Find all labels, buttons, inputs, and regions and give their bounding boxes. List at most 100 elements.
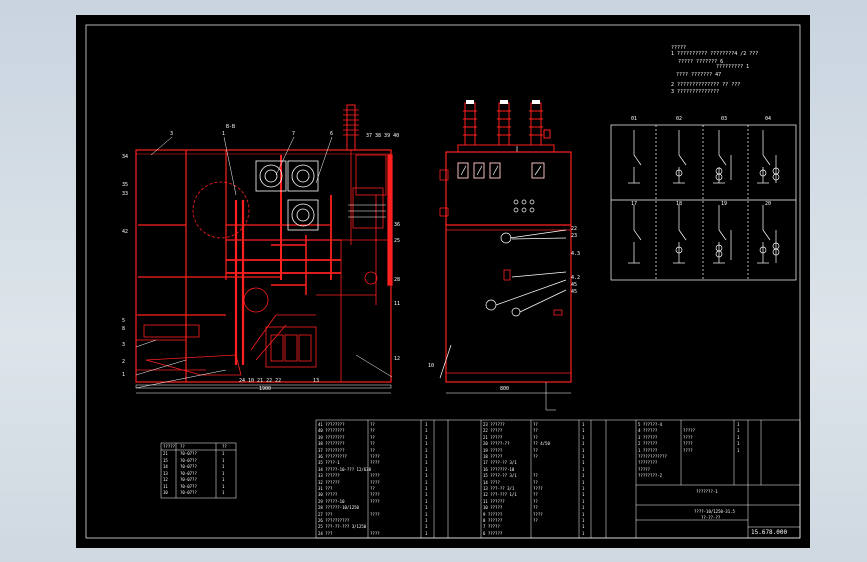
callout-label: 7 (292, 131, 296, 137)
table-cell: ?0-07?? (180, 457, 197, 463)
callout-label: 2 (122, 359, 126, 365)
parts-cell: 1 (425, 434, 428, 440)
drawing-sheet: ????? 1 ?????????? ????????4 /2 ??? ????… (76, 15, 810, 548)
parts-cell: 1 (425, 530, 428, 536)
parts-cell: 33 ?????? (318, 473, 340, 479)
parts-cell: 31 ??? (318, 486, 333, 491)
parts-cell: ?? (370, 428, 375, 434)
parts-cell: ???? (683, 447, 693, 453)
drawing-title: ???????-1 (696, 489, 718, 494)
scheme-label: 20 (765, 201, 772, 207)
callout-label: 36 (394, 222, 401, 228)
parts-cell: ?? (533, 454, 538, 459)
parts-cell: 1 (582, 460, 585, 466)
callout-label: 6 (330, 131, 334, 137)
table-cell: ?0-07?? (180, 490, 197, 495)
section-label: B-B (226, 124, 236, 130)
table-cell: 10 (163, 490, 168, 495)
parts-cell: 7 ????? (483, 524, 500, 530)
callout-label: 11 (394, 301, 401, 307)
parts-cell: 1 (737, 428, 740, 434)
scheme-label: 17 (631, 201, 638, 207)
parts-cell: ???? (370, 473, 380, 479)
parts-cell: ???? (683, 434, 693, 440)
parts-cell: 1 (582, 434, 585, 440)
parts-cell: ???????????? (638, 454, 667, 459)
parts-cell: ?? (533, 505, 538, 511)
parts-cell: 1 (582, 454, 585, 459)
table-cell: 13 (163, 470, 168, 476)
scheme-label: 19 (721, 201, 728, 207)
parts-cell: 21 ????? (483, 434, 503, 440)
parts-cell: 25 ???-??-??? 3/1250 (318, 524, 367, 530)
parts-cell: 1 (582, 447, 585, 453)
parts-cell: 37 ???????? (318, 447, 345, 453)
parts-cell: ?? (533, 498, 538, 504)
parts-cell: 1 (582, 524, 585, 530)
parts-cell: 19 ????? (483, 447, 503, 453)
callout-label: 5 (122, 318, 126, 324)
note-line: ????????? 1 (716, 64, 750, 70)
parts-cell: 17 ????-?? 3/1 (483, 460, 517, 466)
parts-cell: 36 ????????? (318, 454, 347, 459)
small-table-grid (160, 442, 237, 499)
parts-cell: 35 ????-1 (318, 460, 340, 466)
parts-cell: ????? (638, 466, 651, 472)
table-cell: 1 (222, 483, 225, 489)
note-line: ????? ??????? 6 (678, 59, 724, 65)
parts-cell: 1 (737, 447, 740, 453)
scheme-label: 04 (765, 116, 772, 122)
parts-cell: 1 ?????? (638, 447, 658, 453)
parts-cell: 1 (737, 441, 740, 447)
parts-cell: ???? (370, 498, 380, 504)
note-line: 2 ?????????????? ?? ??? (671, 82, 741, 88)
parts-cell: 18 ????? (483, 454, 503, 459)
parts-cell: 1 (582, 473, 585, 479)
parts-cell: 11 ?????? (483, 498, 505, 504)
callout-label: 35 (122, 182, 129, 188)
parts-cell: 41 ???????? (318, 422, 345, 427)
parts-cell: ???? (370, 492, 380, 498)
parts-cell: ?? (533, 428, 538, 434)
table-cell: 21 (163, 451, 168, 456)
parts-cell: 5 ??????-4 (638, 422, 663, 427)
parts-cell: 1 (582, 492, 585, 498)
parts-cell: 12 ???-??? 1/1 (483, 492, 517, 498)
parts-cell: 1 (582, 422, 585, 427)
parts-cell: 1 (425, 422, 428, 427)
callout-label: 10 (428, 363, 435, 369)
parts-cell: 22 ????? (483, 428, 503, 434)
parts-cell: ???? (683, 441, 693, 447)
parts-cell: 1 (425, 460, 428, 466)
table-cell: 12 (163, 477, 168, 482)
table-header-cell: ?? (222, 444, 227, 449)
parts-cell: 10 ????? (483, 505, 503, 511)
parts-cell: ?? (370, 441, 375, 447)
parts-list-grid (315, 419, 801, 539)
callout-label: 3 (170, 131, 174, 137)
parts-cell: ???? (370, 530, 380, 536)
parts-cell: 1 (425, 441, 428, 447)
parts-cell: ?? (533, 492, 538, 498)
parts-cell: 28 ??????-10/1250 (318, 505, 359, 511)
parts-cell: 32 ?????? (318, 479, 340, 485)
table-cell: ?0-07?? (180, 483, 197, 489)
table-cell: 1 (222, 470, 225, 476)
table-header-cell: ????? (163, 444, 176, 449)
parts-cell: ?? (533, 473, 538, 479)
parts-cell: 3 ?????? (638, 434, 658, 440)
parts-cell: ???? (370, 479, 380, 485)
callout-label: 22 (571, 226, 578, 232)
parts-cell: 6 ?????? (483, 530, 503, 536)
parts-cell: 1 (582, 505, 585, 511)
callout-label: 13 (313, 378, 320, 384)
table-cell: 15 (163, 457, 168, 463)
callout-label: 4.2 (571, 275, 581, 281)
callout-label: 34 (122, 154, 129, 160)
parts-cell: 1 (582, 486, 585, 491)
table-cell: 1 (222, 451, 225, 456)
parts-cell: ????????-2 (638, 473, 663, 479)
code-text: ??-??-?? (701, 515, 721, 520)
parts-cell: 20 ?????-?? (483, 441, 510, 447)
parts-cell: 13 ???-?? 3/1 (483, 486, 515, 491)
